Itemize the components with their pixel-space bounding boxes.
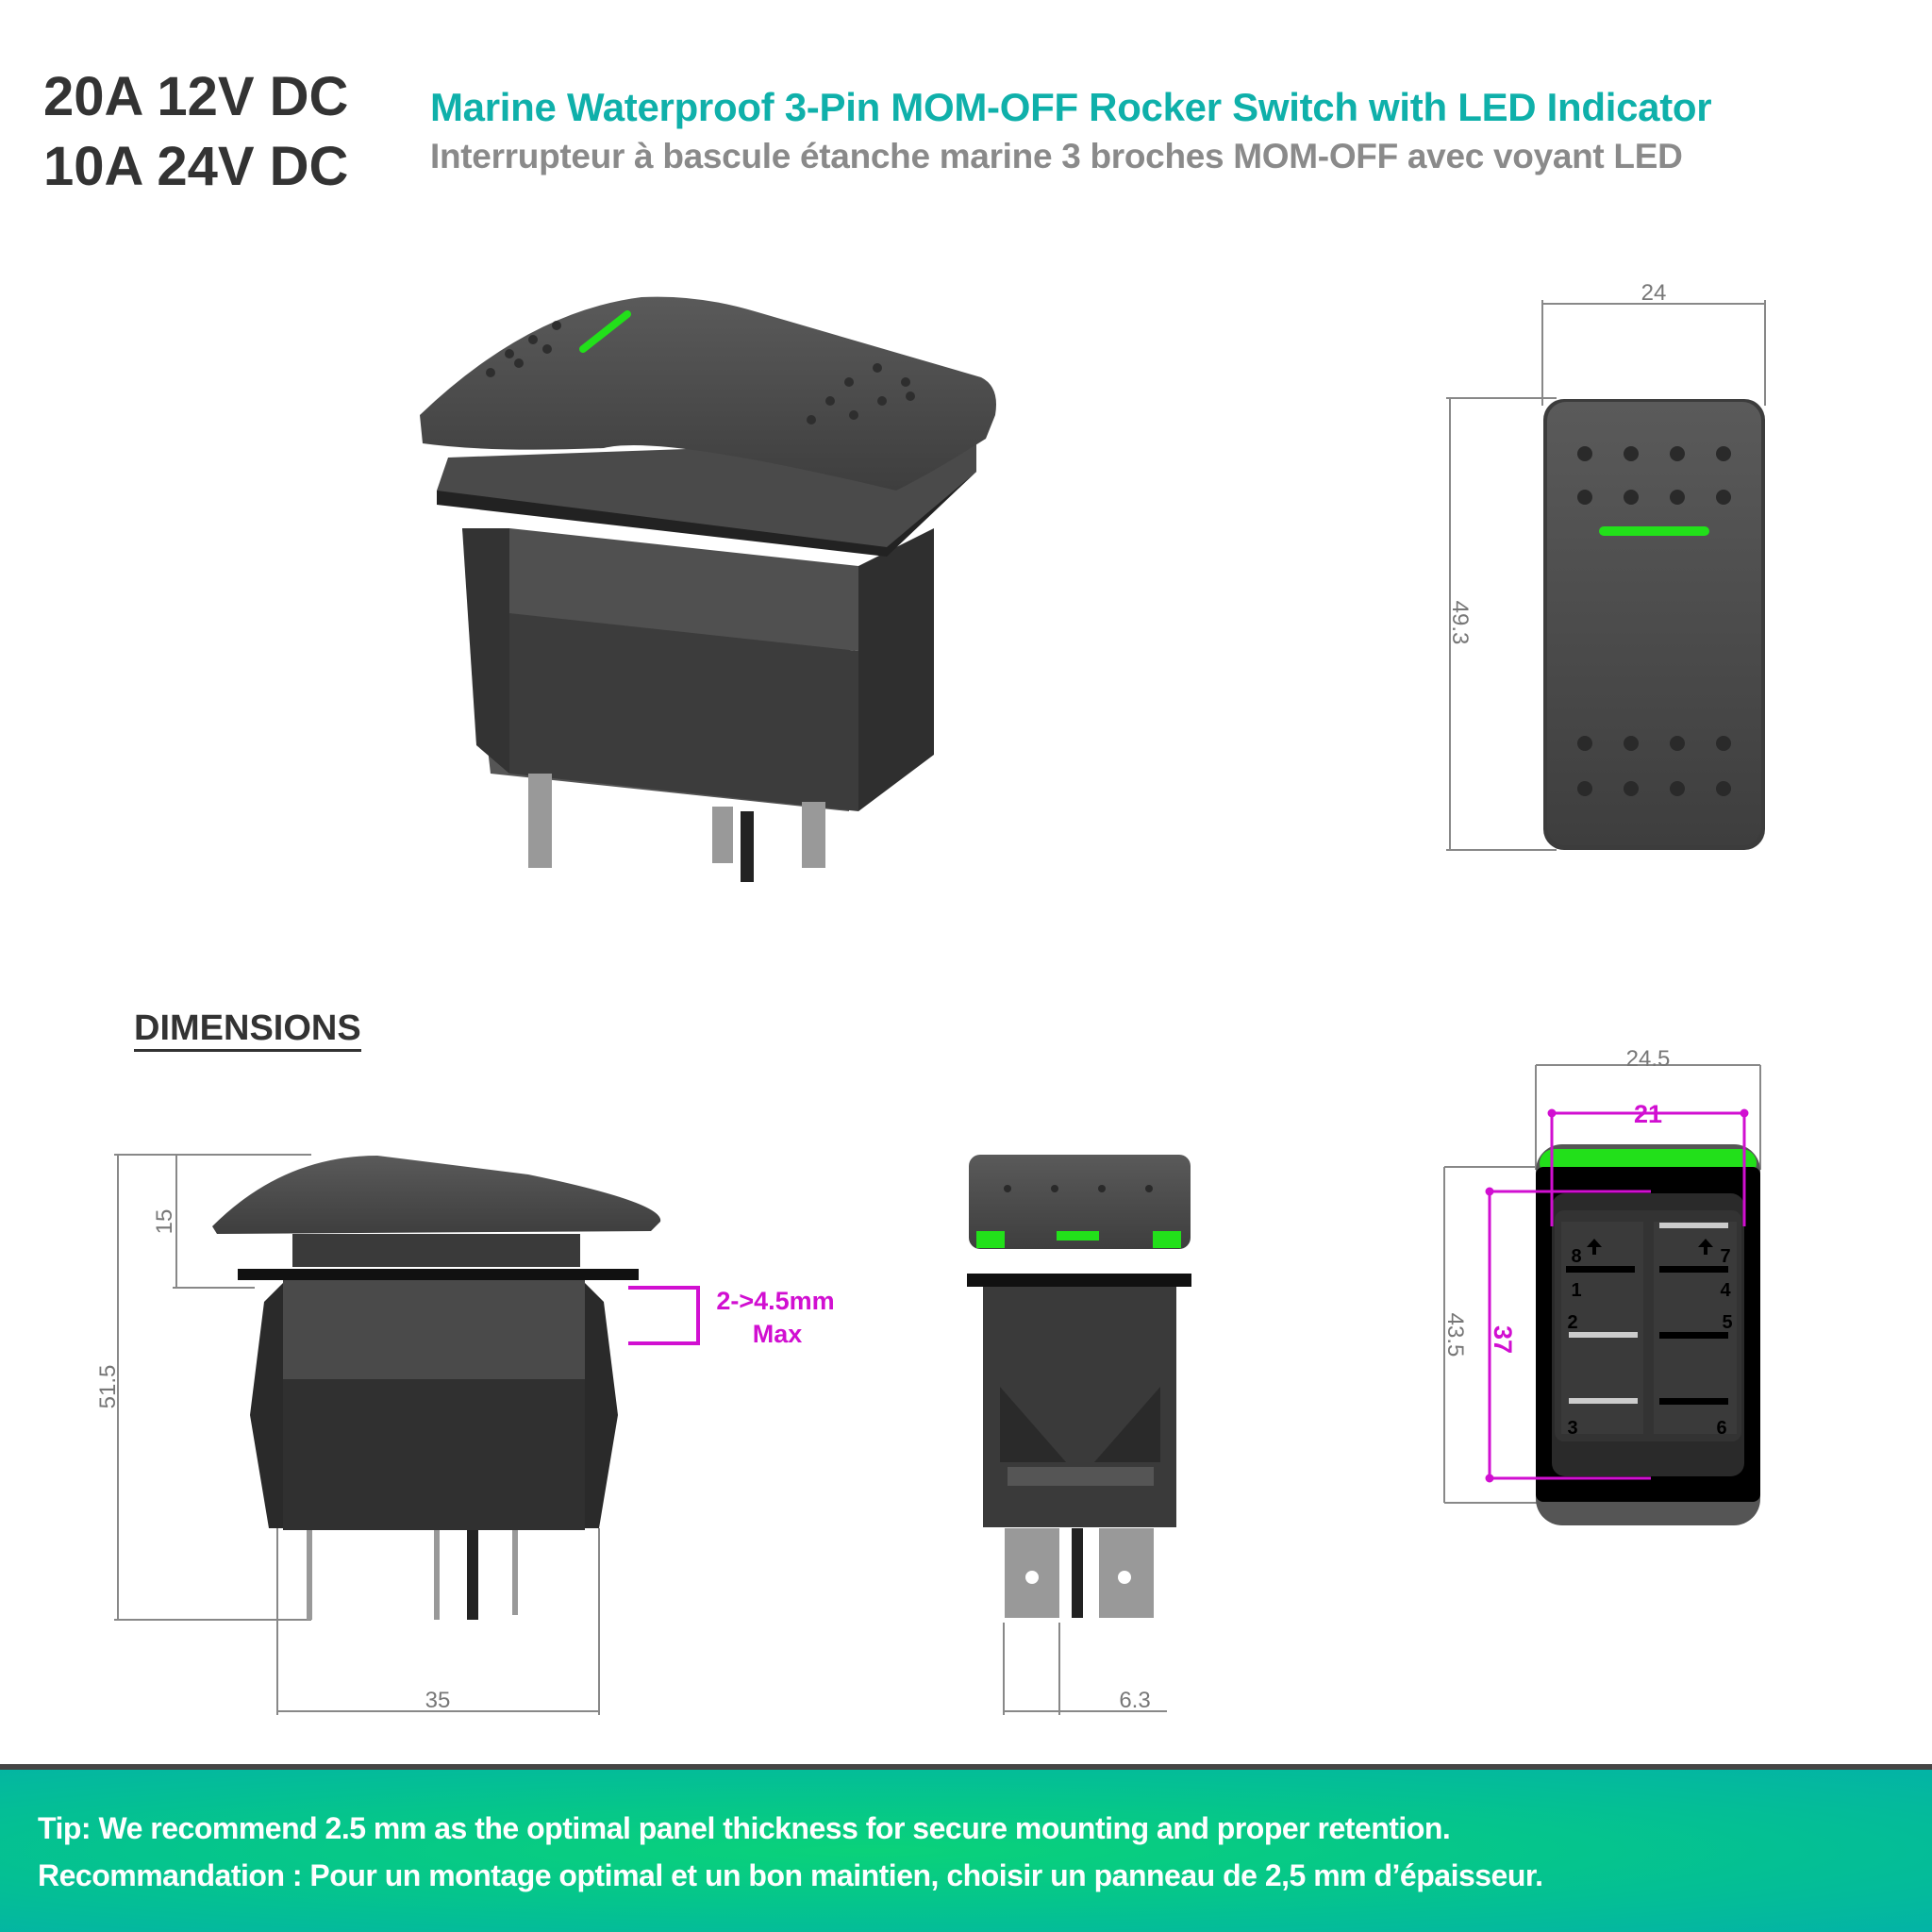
pin-label: 3	[1567, 1418, 1577, 1439]
terminal-width-label: 6.3	[1119, 1688, 1150, 1713]
switch-isometric-render	[420, 296, 996, 882]
dimensions-heading: DIMENSIONS	[134, 1008, 361, 1052]
pin-label: 2	[1567, 1312, 1577, 1333]
back-outer-width-label: 24.5	[1626, 1046, 1671, 1072]
front-width-label: 24	[1641, 280, 1667, 306]
tip-text-fr: Recommandation : Pour un montage optimal…	[38, 1858, 1543, 1892]
cutout-height-label: 37	[1489, 1325, 1517, 1354]
side-height-label: 51.5	[95, 1365, 121, 1409]
end-view: 6.3	[967, 1155, 1191, 1715]
pin-label: 1	[1571, 1280, 1581, 1301]
front-height-label: 49.3	[1447, 601, 1473, 645]
spec-rating-12v: 20A 12V DC	[43, 66, 349, 127]
panel-thickness-max: Max	[753, 1320, 803, 1348]
cutout-width-label: 21	[1634, 1100, 1662, 1128]
pin-label: 5	[1722, 1312, 1732, 1333]
side-view: 51.5 15 35 2->4.5mm Max	[95, 1154, 835, 1715]
tip-text-en: Tip: We recommend 2.5 mm as the optimal …	[38, 1811, 1451, 1845]
side-width-label: 35	[425, 1688, 451, 1713]
product-title-en: Marine Waterproof 3-Pin MOM-OFF Rocker S…	[430, 85, 1712, 129]
drawings: 24 49.3 51.5 15 35 2->4.5mm	[95, 280, 1766, 1715]
pin-label: 8	[1571, 1246, 1581, 1267]
tip-banner: Tip: We recommend 2.5 mm as the optimal …	[0, 1764, 1932, 1932]
back-outer-height-label: 43.5	[1442, 1313, 1468, 1357]
pin-label: 7	[1720, 1246, 1730, 1267]
panel-thickness-range: 2->4.5mm	[716, 1287, 834, 1315]
pin-label: 6	[1716, 1418, 1726, 1439]
led-indicator	[579, 310, 631, 353]
product-title-fr: Interrupteur à bascule étanche marine 3 …	[430, 137, 1683, 175]
pin-label: 4	[1720, 1280, 1731, 1301]
led-indicator	[1599, 526, 1709, 536]
spec-rating-24v: 10A 24V DC	[43, 136, 349, 197]
actuator-height-label: 15	[152, 1209, 177, 1235]
back-view: 24.5 43.5 8 7 1 4 2 5 3 6	[1442, 1046, 1761, 1525]
front-view: 24 49.3	[1446, 280, 1766, 851]
